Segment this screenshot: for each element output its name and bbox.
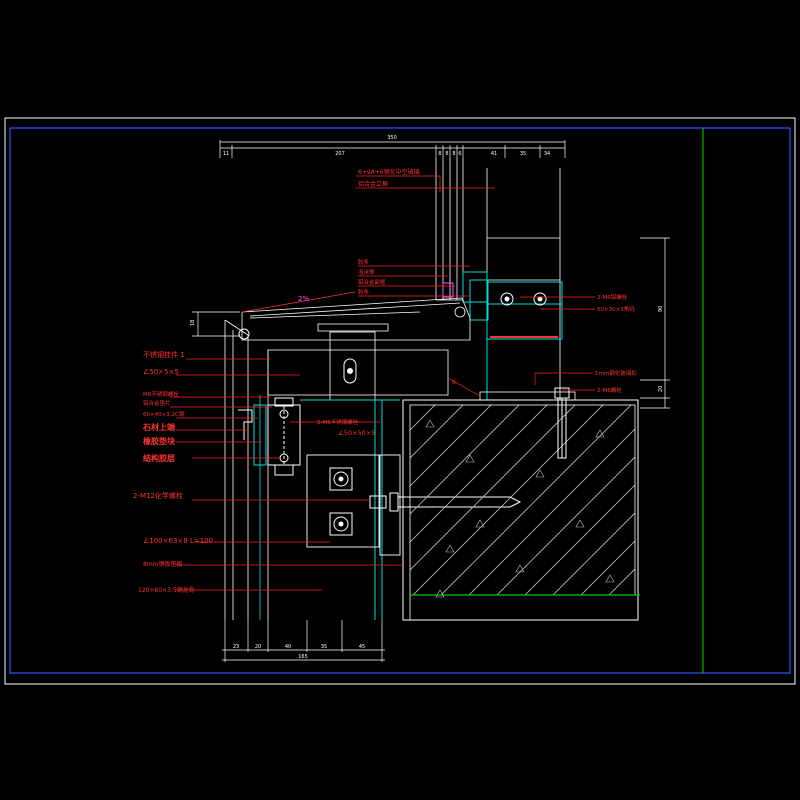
dim-top-3: 8: [445, 151, 448, 157]
dim-top-6: 41: [491, 151, 497, 157]
coping-anchor-plate: [317, 323, 389, 332]
bolt-head-2-inner: [537, 296, 543, 302]
top-dimension-chain: [219, 140, 566, 158]
seal-block: [442, 282, 454, 298]
label-m6-bolt: 2-M6螺栓: [597, 386, 622, 394]
concrete-aggregate: [425, 419, 615, 598]
cap-plate: [479, 391, 576, 401]
top-dim-values: 11 207 8 8 8 6 41 35 34: [223, 151, 550, 157]
stone-panel: [224, 319, 249, 620]
slotted-hole: [343, 358, 357, 384]
steel-plate-connection: [306, 454, 401, 556]
dim-top-8: 34: [544, 151, 550, 157]
concrete-slab: [409, 404, 636, 596]
steel-bracket: [300, 399, 400, 620]
labels-left: 不锈钢挂件 1 ∠50×5×5 M8不锈钢螺栓 铝合金垫片 60×40×3.2C…: [142, 350, 185, 463]
labels-center: 2-M6不锈钢螺栓 ∠50×50×5: [317, 418, 375, 437]
expansion-bolt-vertical: [554, 387, 570, 459]
aluminium-sill-profile: [462, 271, 563, 400]
misc-tag: 6: [452, 379, 456, 386]
dim-top-2: 8: [438, 151, 441, 157]
label-gasket-1: 胶条: [358, 258, 370, 266]
label-subframe: 铝合金副框: [358, 278, 386, 286]
hanger-bolt-top: [279, 409, 289, 419]
label-angle-50: ∠50×5×5: [143, 368, 179, 376]
dim-bottom-2: 40: [285, 644, 291, 650]
misc-tag-leader: [447, 377, 481, 397]
left-vertical-dimension: [192, 311, 240, 337]
dim-top-1: 207: [335, 151, 345, 157]
label-foam-rod: 泡沫棒: [358, 268, 375, 276]
label-ss-hanger: 不锈钢挂件 1: [143, 350, 185, 359]
labels-right: 2-M6铝螺栓 50×30×3角码 5mm钢化玻璃扣 2-M6螺栓: [595, 293, 637, 394]
right-dimension: [640, 237, 670, 409]
slope-label: 2%: [298, 295, 309, 303]
label-chemical-bolt: 2-M12化学螺栓: [133, 491, 183, 500]
slotted-hole-pin: [347, 368, 353, 374]
bolt-head-2: [533, 292, 547, 306]
anchor-bolt-upper: [329, 467, 353, 491]
dim-left-vertical: 18: [190, 320, 196, 326]
dim-bottom-3: 35: [321, 644, 327, 650]
hanger-clip: [253, 404, 267, 466]
dim-top-overall: 350: [387, 135, 397, 141]
hook-profile: [238, 409, 253, 440]
hanger-assembly: [267, 397, 301, 476]
label-stone-top: 石材上端: [142, 422, 175, 432]
label-c-channel: 60×40×3.2C钢: [143, 410, 185, 418]
leader-lines: [170, 175, 595, 591]
backer-rod: [454, 306, 466, 318]
dim-top-7: 35: [520, 151, 526, 157]
label-rubber-pad: 橡胶垫块: [143, 436, 176, 446]
dim-bottom-0: 23: [233, 644, 239, 650]
label-steel-plate: 8mm钢板垫板: [143, 560, 183, 568]
label-glass-clip: 5mm钢化玻璃扣: [595, 369, 637, 377]
dim-top-5: 6: [458, 151, 461, 157]
label-angle-100: ∠100×63×8 L=100: [143, 537, 213, 545]
anchor-bolt-lower: [329, 512, 353, 536]
bottom-dim-values: 23 20 40 35 45 165: [233, 644, 365, 660]
labels-lower: 2-M12化学螺栓 ∠100×63×8 L=100 8mm钢板垫板 120×60…: [133, 491, 213, 594]
labels-upper: 6+9A+6钢化中空玻璃 铝合金立框: [358, 168, 420, 188]
dim-bottom-1: 20: [255, 644, 261, 650]
dim-bottom-total: 165: [298, 654, 308, 660]
bolt-head-1-inner: [504, 296, 510, 302]
mullion-frame: [486, 168, 561, 400]
label-glass: 6+9A+6钢化中空玻璃: [358, 168, 420, 176]
slope-line: [241, 291, 356, 313]
corner-hinge: [238, 328, 250, 340]
outer-frame: [4, 117, 796, 685]
label-m8-bolt: M8不锈钢螺栓: [143, 390, 179, 398]
label-gasket-2: 胶条: [358, 288, 370, 296]
dim-top-0: 11: [223, 151, 229, 157]
bolt-head-1: [500, 292, 514, 306]
dim-top-4: 8: [452, 151, 455, 157]
inner-frame: [9, 127, 791, 674]
stone-coping: [241, 297, 471, 341]
label-sealant-layer: 结构胶层: [143, 453, 175, 463]
bottom-dimension-chain: [222, 620, 385, 662]
label-mullion: 铝合金立框: [358, 180, 388, 188]
label-al-washer: 铝合金垫片: [143, 399, 171, 407]
label-m6-al-bolt: 2-M6铝螺栓: [597, 293, 628, 301]
dim-right-lower: 20: [658, 386, 664, 392]
label-2m6-ss-bolt: 2-M6不锈钢螺栓: [317, 418, 359, 426]
cross-bar: [267, 331, 449, 401]
dim-bottom-4: 45: [359, 644, 365, 650]
dim-right-upper: 90: [658, 306, 664, 312]
label-angle-clip: 50×30×3角码: [597, 305, 635, 313]
labels-middle: 胶条 泡沫棒 铝合金副框 胶条: [358, 258, 386, 296]
label-angle-50-center: ∠50×50×5: [338, 429, 375, 437]
label-steel-keel: 120×60×3.5钢龙骨: [138, 586, 195, 594]
